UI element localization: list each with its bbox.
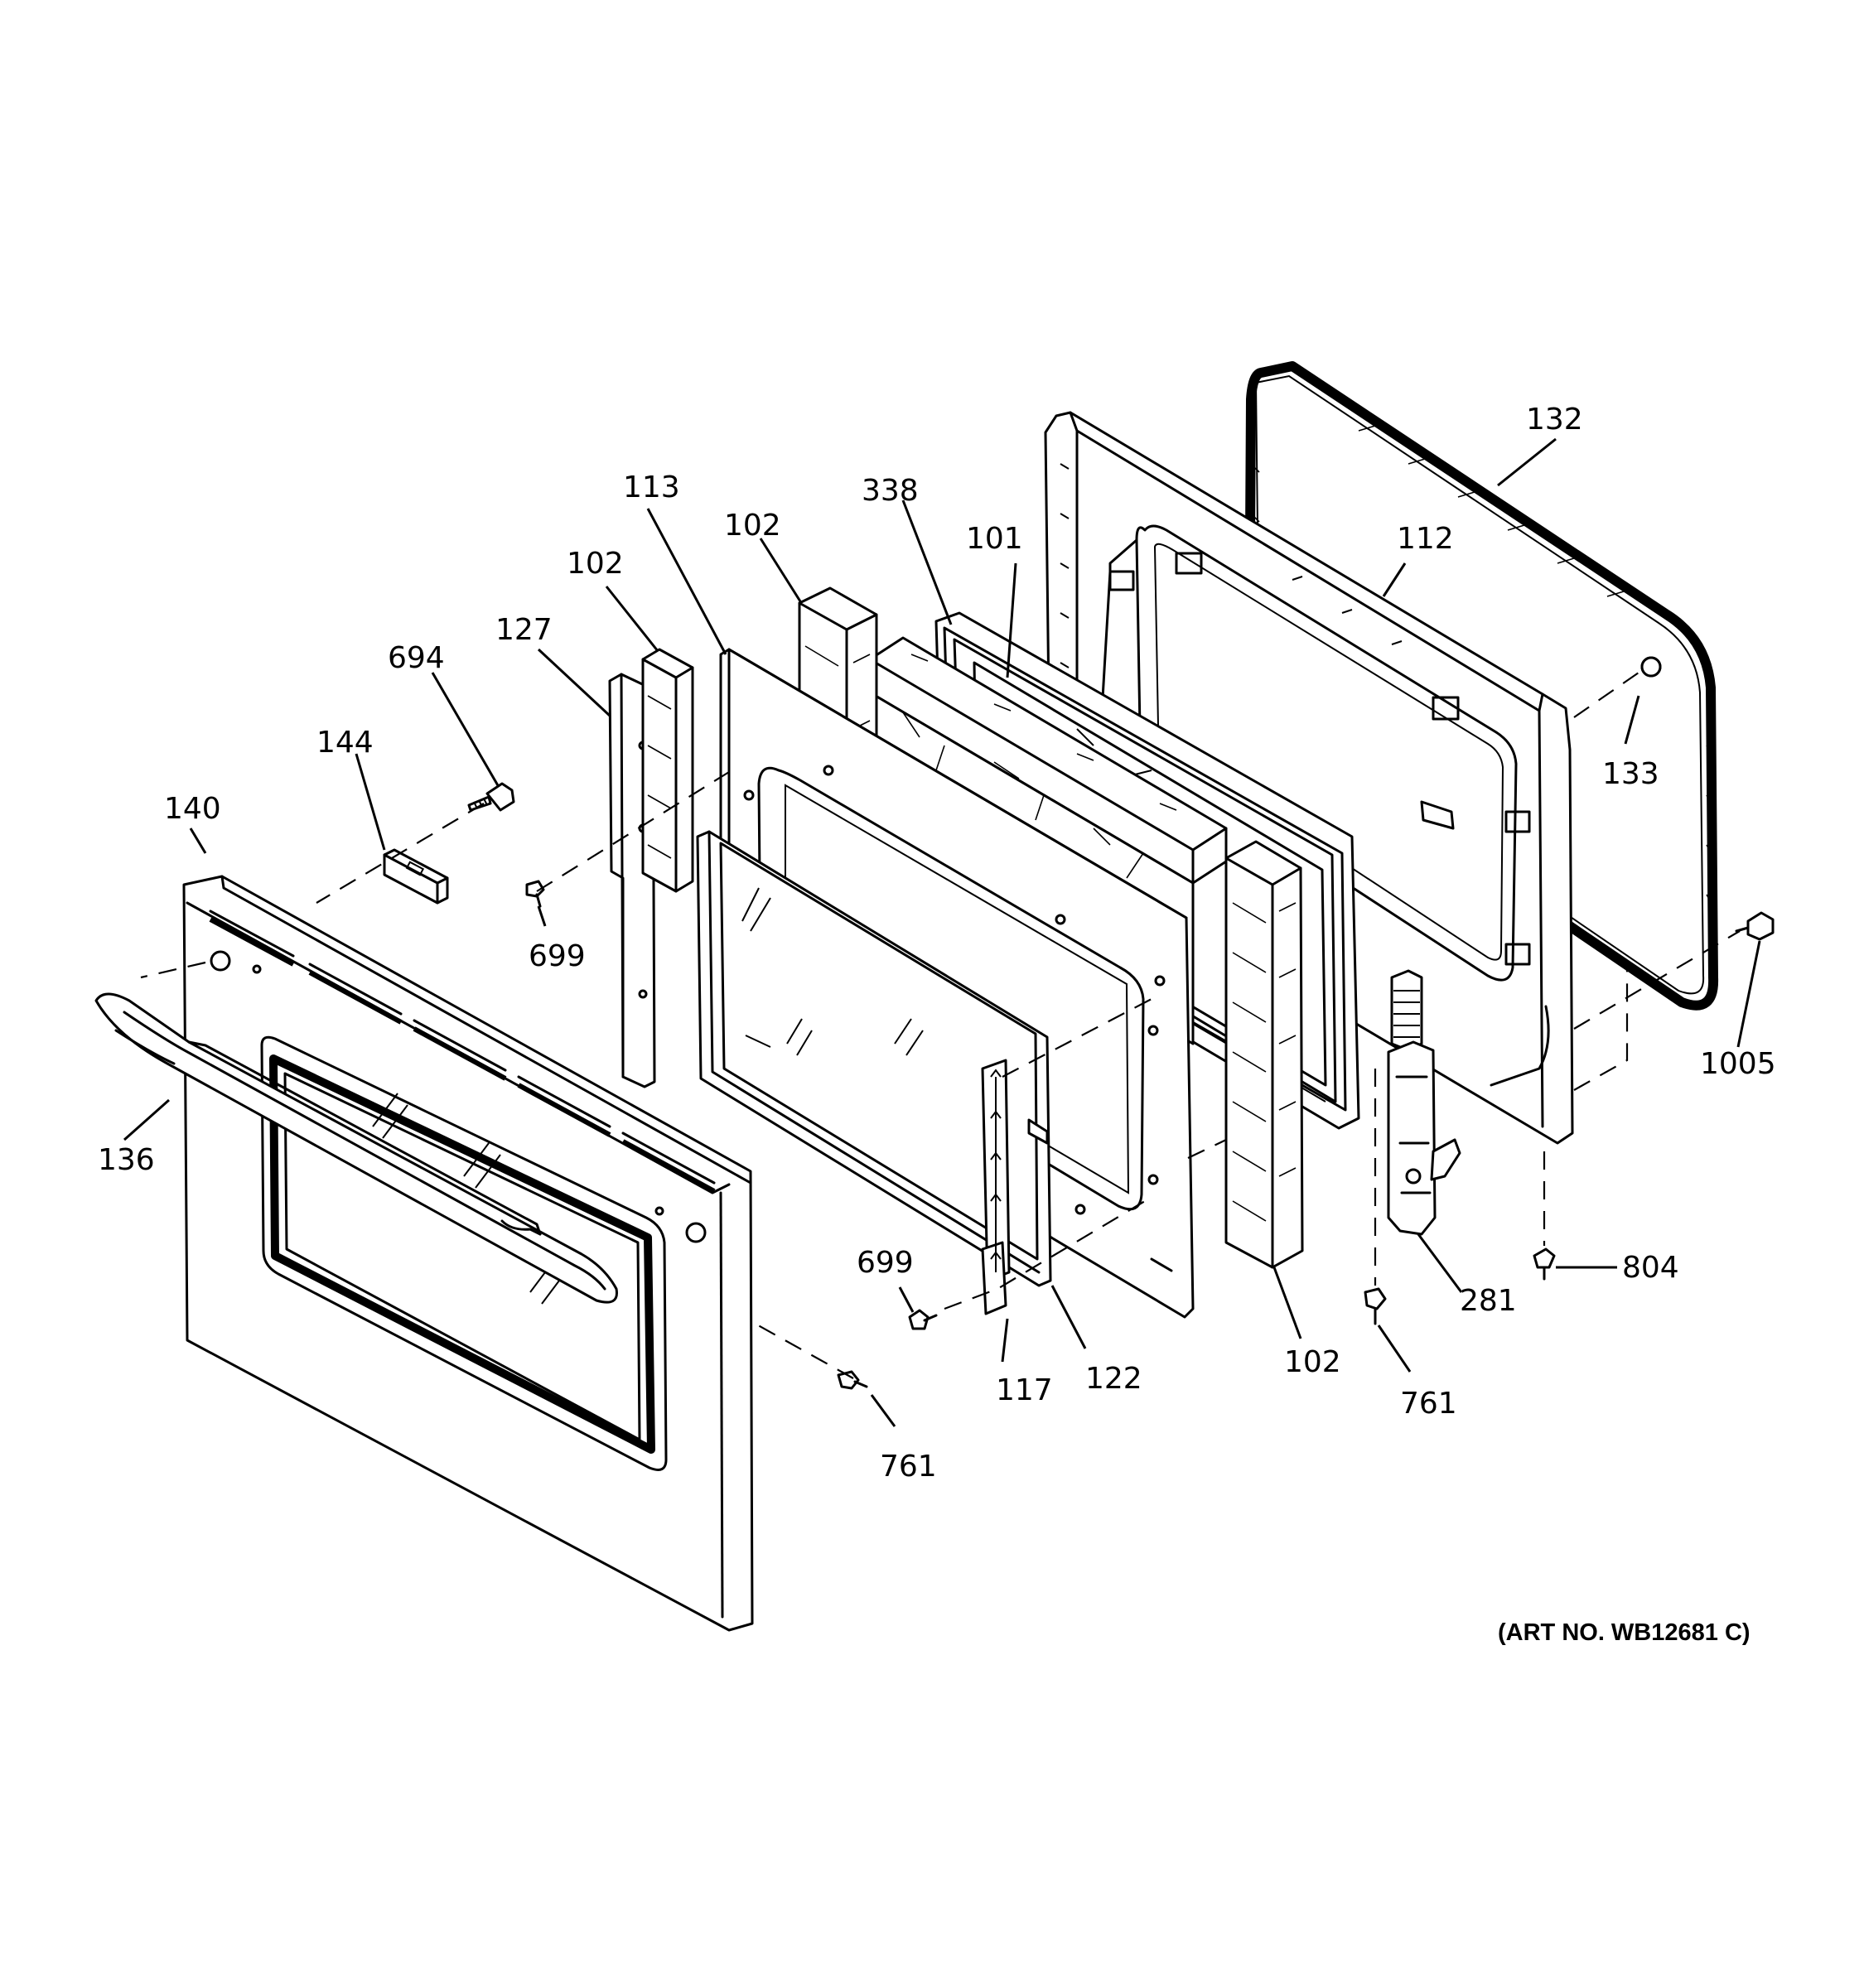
callout-761-lower: 761 (880, 1450, 937, 1484)
callout-1005: 1005 (1700, 1047, 1776, 1081)
callout-113: 113 (623, 470, 680, 504)
bumper-133 (1640, 656, 1662, 678)
callout-102-right: 102 (1284, 1345, 1341, 1379)
window-glass-122 (696, 830, 1052, 1287)
callout-694: 694 (388, 641, 445, 675)
callout-136: 136 (98, 1143, 155, 1177)
callout-117: 117 (996, 1373, 1053, 1407)
callout-127: 127 (495, 613, 553, 647)
screw-761-lower (837, 1370, 868, 1390)
callout-102-top: 102 (724, 509, 781, 543)
callout-761-right: 761 (1400, 1387, 1457, 1421)
callout-102-left: 102 (567, 547, 624, 581)
screw-699-lower (908, 1309, 938, 1330)
callout-281: 281 (1460, 1284, 1517, 1318)
callout-144: 144 (316, 726, 374, 760)
hinge-281 (1387, 969, 1461, 1236)
insulation-102-right (1224, 840, 1304, 1269)
leader-lines (123, 437, 1761, 1427)
bracket-144 (383, 848, 449, 905)
callout-132: 132 (1526, 403, 1583, 437)
callout-101: 101 (966, 522, 1023, 556)
callout-804: 804 (1622, 1251, 1679, 1285)
callout-133: 133 (1602, 757, 1659, 791)
hinge-channel-117 (981, 1059, 1011, 1315)
callout-labels: 132 112 101 338 102 113 102 127 694 144 … (98, 403, 1776, 1484)
screw-804 (1533, 1247, 1556, 1281)
callout-338: 338 (862, 474, 919, 508)
callout-122: 122 (1085, 1362, 1142, 1396)
alignment-lines (140, 672, 1741, 1379)
insulation-102-left (641, 648, 694, 893)
handle-136 (94, 992, 618, 1304)
callout-112: 112 (1397, 522, 1454, 556)
callout-699-lower: 699 (857, 1246, 914, 1280)
callout-140: 140 (164, 792, 221, 826)
screw-699-upper (525, 880, 545, 908)
bumper-1005 (1735, 911, 1775, 941)
outer-door-140 (182, 875, 754, 1632)
callout-699-upper: 699 (529, 939, 586, 973)
screw-761-right (1364, 1287, 1387, 1325)
screw-694 (467, 782, 515, 812)
art-number: (ART NO. WB12681 C) (1498, 1619, 1751, 1646)
